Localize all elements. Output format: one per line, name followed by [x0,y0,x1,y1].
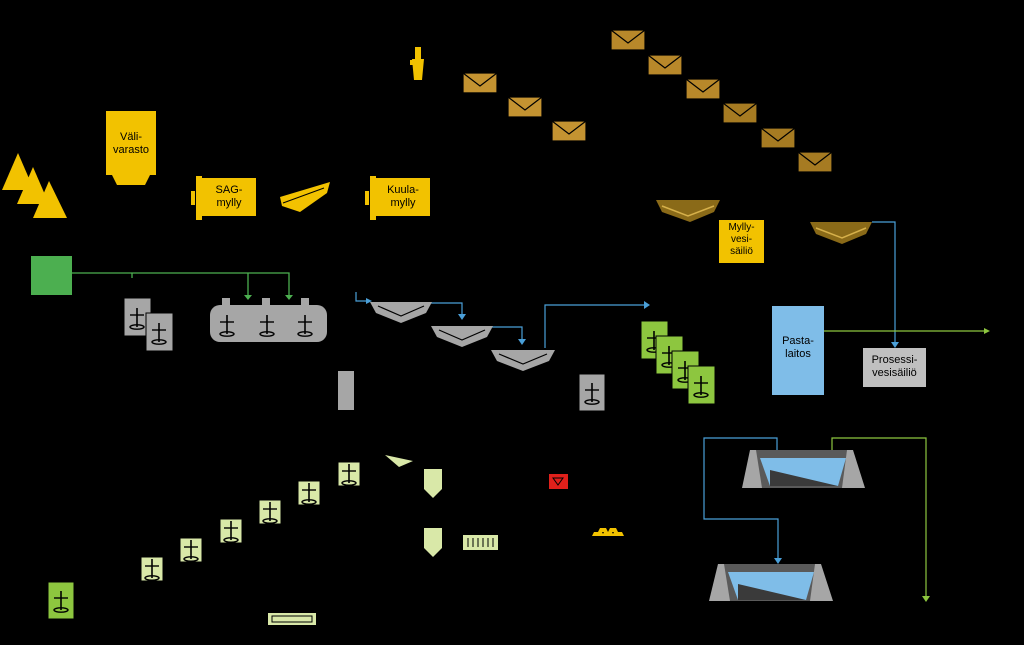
myllyvesisailio-tank [719,220,764,263]
ccd-thickener-3 [491,350,555,371]
elution-tank-chain [47,461,361,620]
ccd-thickener-1 [370,302,432,323]
ccd-lines [355,292,645,348]
pond-lines [703,437,927,598]
cone-vessel-2 [424,528,442,557]
sag-mylly-label: SAG- mylly [215,184,243,209]
sag-mill [191,176,256,220]
cone-vessel-1 [424,469,442,498]
gold-bars-icon [592,528,624,536]
smelting-furnace [549,474,568,489]
ccd-thickener-2 [431,326,493,347]
prosessivesisailio-tank [863,348,926,387]
tailings-pond-1 [742,450,865,488]
grey-mix-tank-2 [145,312,174,352]
grey-column [338,371,354,410]
kuulamylly-label: Kuula- mylly [387,184,419,209]
sampler-icon [410,47,424,80]
ball-mill [365,176,430,220]
thickener-1 [656,200,720,222]
pastalaitos-label: Pasta- laitos [782,335,814,360]
filter-press-small [385,455,413,467]
kiln [268,613,316,625]
cil-tanks [640,320,716,405]
ore-stockpiles [2,153,67,218]
water-line [872,221,896,345]
tailings-pond-2 [709,564,833,601]
valivarasto-silo [106,111,156,185]
thickener-2 [810,222,872,244]
reagent-tank [31,256,72,295]
valivarasto-label: Väli- varasto [112,131,150,156]
pastalaitos-block [772,306,824,395]
leach-tank [210,298,327,342]
myllyvesisailio-label: Mylly- vesi- säiliö [728,222,755,257]
grey-mix-tank-3 [578,373,606,412]
feed-boxes [462,29,833,173]
electrowinning-cell [463,535,498,550]
reagent-lines [72,272,290,297]
screen [280,182,330,212]
paste-output-line [824,328,990,334]
cil-tank-4 [687,365,716,405]
prosessivesisailio-label: Prosessi- vesisäiliö [871,354,918,379]
